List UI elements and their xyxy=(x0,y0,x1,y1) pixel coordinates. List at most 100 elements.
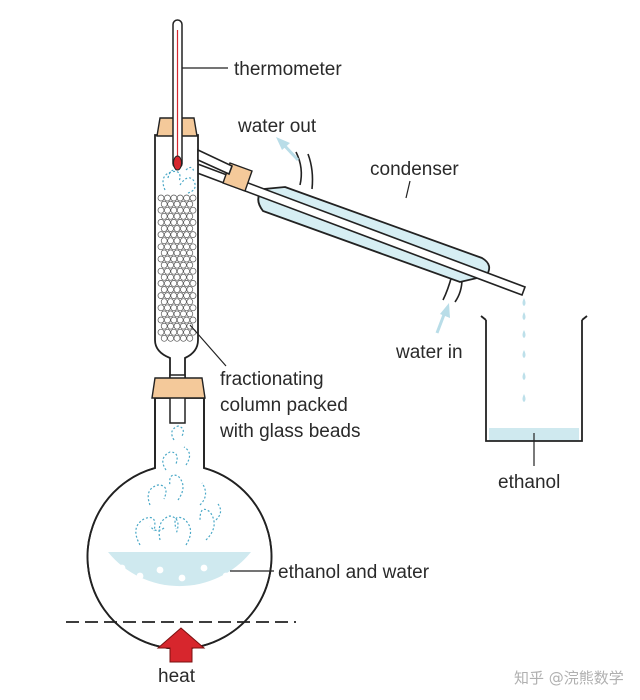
glass-bead xyxy=(183,328,190,336)
glass-bead xyxy=(183,255,190,263)
glass-bead xyxy=(183,194,190,202)
glass-bead xyxy=(189,280,197,287)
glass-bead xyxy=(186,322,194,330)
glass-bead xyxy=(176,304,184,312)
glass-bead xyxy=(170,255,178,263)
glass-bead xyxy=(176,255,184,263)
label-condenser: condenser xyxy=(370,159,459,180)
glass-bead xyxy=(189,194,197,202)
vapour-swirl xyxy=(171,425,184,441)
glass-bead xyxy=(170,304,178,312)
round-bottom-flask xyxy=(86,374,273,650)
glass-bead xyxy=(167,322,174,330)
glass-bead xyxy=(157,267,165,275)
vapour-swirl xyxy=(162,451,178,471)
glass-bead xyxy=(186,225,194,232)
glass-bead xyxy=(180,273,187,281)
glass-bead xyxy=(186,261,194,269)
liquid-bubble xyxy=(156,588,164,596)
glass-bead xyxy=(173,298,181,306)
glass-bead xyxy=(170,206,178,214)
glass-bead xyxy=(170,243,178,251)
glass-bead xyxy=(164,304,171,312)
flask-vapour xyxy=(135,425,222,546)
leader-lines xyxy=(182,67,535,572)
glass-beads xyxy=(157,194,197,342)
glass-bead xyxy=(189,304,197,312)
flask-cork xyxy=(151,377,206,399)
drip xyxy=(522,350,526,358)
glass-bead xyxy=(164,267,171,275)
glass-bead xyxy=(167,225,174,232)
glass-bead xyxy=(157,194,165,202)
glass-bead xyxy=(186,273,194,281)
glass-bead xyxy=(157,304,165,312)
liquid-bubble xyxy=(228,600,236,608)
glass-bead xyxy=(173,273,181,281)
glass-bead xyxy=(173,310,181,318)
glass-bead xyxy=(160,261,168,269)
glass-bead xyxy=(173,334,181,342)
glass-bead xyxy=(176,316,184,324)
glass-bead xyxy=(157,280,165,287)
liquid-bubble xyxy=(200,588,208,596)
drip xyxy=(522,372,526,380)
glass-bead xyxy=(186,200,194,208)
liquid-bubble xyxy=(236,582,244,590)
glass-bead xyxy=(173,200,181,208)
liquid-bubble xyxy=(136,572,144,580)
glass-bead xyxy=(186,310,194,318)
glass-bead xyxy=(183,292,190,299)
vapour-swirl xyxy=(199,482,207,506)
glass-bead xyxy=(167,310,174,318)
glass-bead xyxy=(170,328,178,336)
glass-bead xyxy=(183,316,190,324)
glass-bead xyxy=(173,237,181,245)
glass-bead xyxy=(157,255,165,263)
glass-bead xyxy=(189,267,197,275)
glass-bead xyxy=(164,255,171,263)
glass-bead xyxy=(160,249,168,257)
glass-bead xyxy=(186,286,194,293)
glass-bead xyxy=(164,194,171,202)
glass-bead xyxy=(164,243,171,251)
condenser-leader xyxy=(405,180,411,199)
drip xyxy=(522,394,526,402)
glass-bead xyxy=(173,261,181,269)
glass-bead xyxy=(180,322,187,330)
labels: thermometer water out condenser water in… xyxy=(158,59,624,687)
glass-bead xyxy=(180,225,187,232)
vapour-swirl xyxy=(179,177,196,194)
glass-bead xyxy=(173,225,181,232)
glass-bead xyxy=(167,273,174,281)
glass-bead xyxy=(173,212,181,220)
liquid-bubble xyxy=(156,566,164,574)
glass-bead xyxy=(160,322,168,330)
beaker xyxy=(480,298,588,442)
glass-bead xyxy=(170,194,178,202)
vapour-swirl xyxy=(147,484,167,506)
glass-bead xyxy=(183,219,190,226)
flow-arrows xyxy=(276,137,450,334)
liquid-bubbles xyxy=(114,562,247,620)
glass-bead xyxy=(167,212,174,220)
glass-bead xyxy=(189,231,197,238)
glass-bead xyxy=(183,243,190,251)
glass-bead xyxy=(160,212,168,220)
vapour-swirl xyxy=(169,474,184,501)
glass-bead xyxy=(183,280,190,287)
vapour-swirl xyxy=(158,515,179,541)
liquid-bubble xyxy=(239,562,247,570)
beaker-lip-right xyxy=(581,315,588,321)
label-fractionating-1: fractionating xyxy=(220,369,324,390)
glass-bead xyxy=(167,237,174,245)
glass-bead xyxy=(176,231,184,238)
liquid-bubble xyxy=(114,586,122,594)
water-in-arrowhead xyxy=(440,303,450,318)
glass-bead xyxy=(176,292,184,299)
glass-bead xyxy=(170,316,178,324)
glass-bead xyxy=(160,237,168,245)
label-ethanol-and-water: ethanol and water xyxy=(278,562,430,583)
